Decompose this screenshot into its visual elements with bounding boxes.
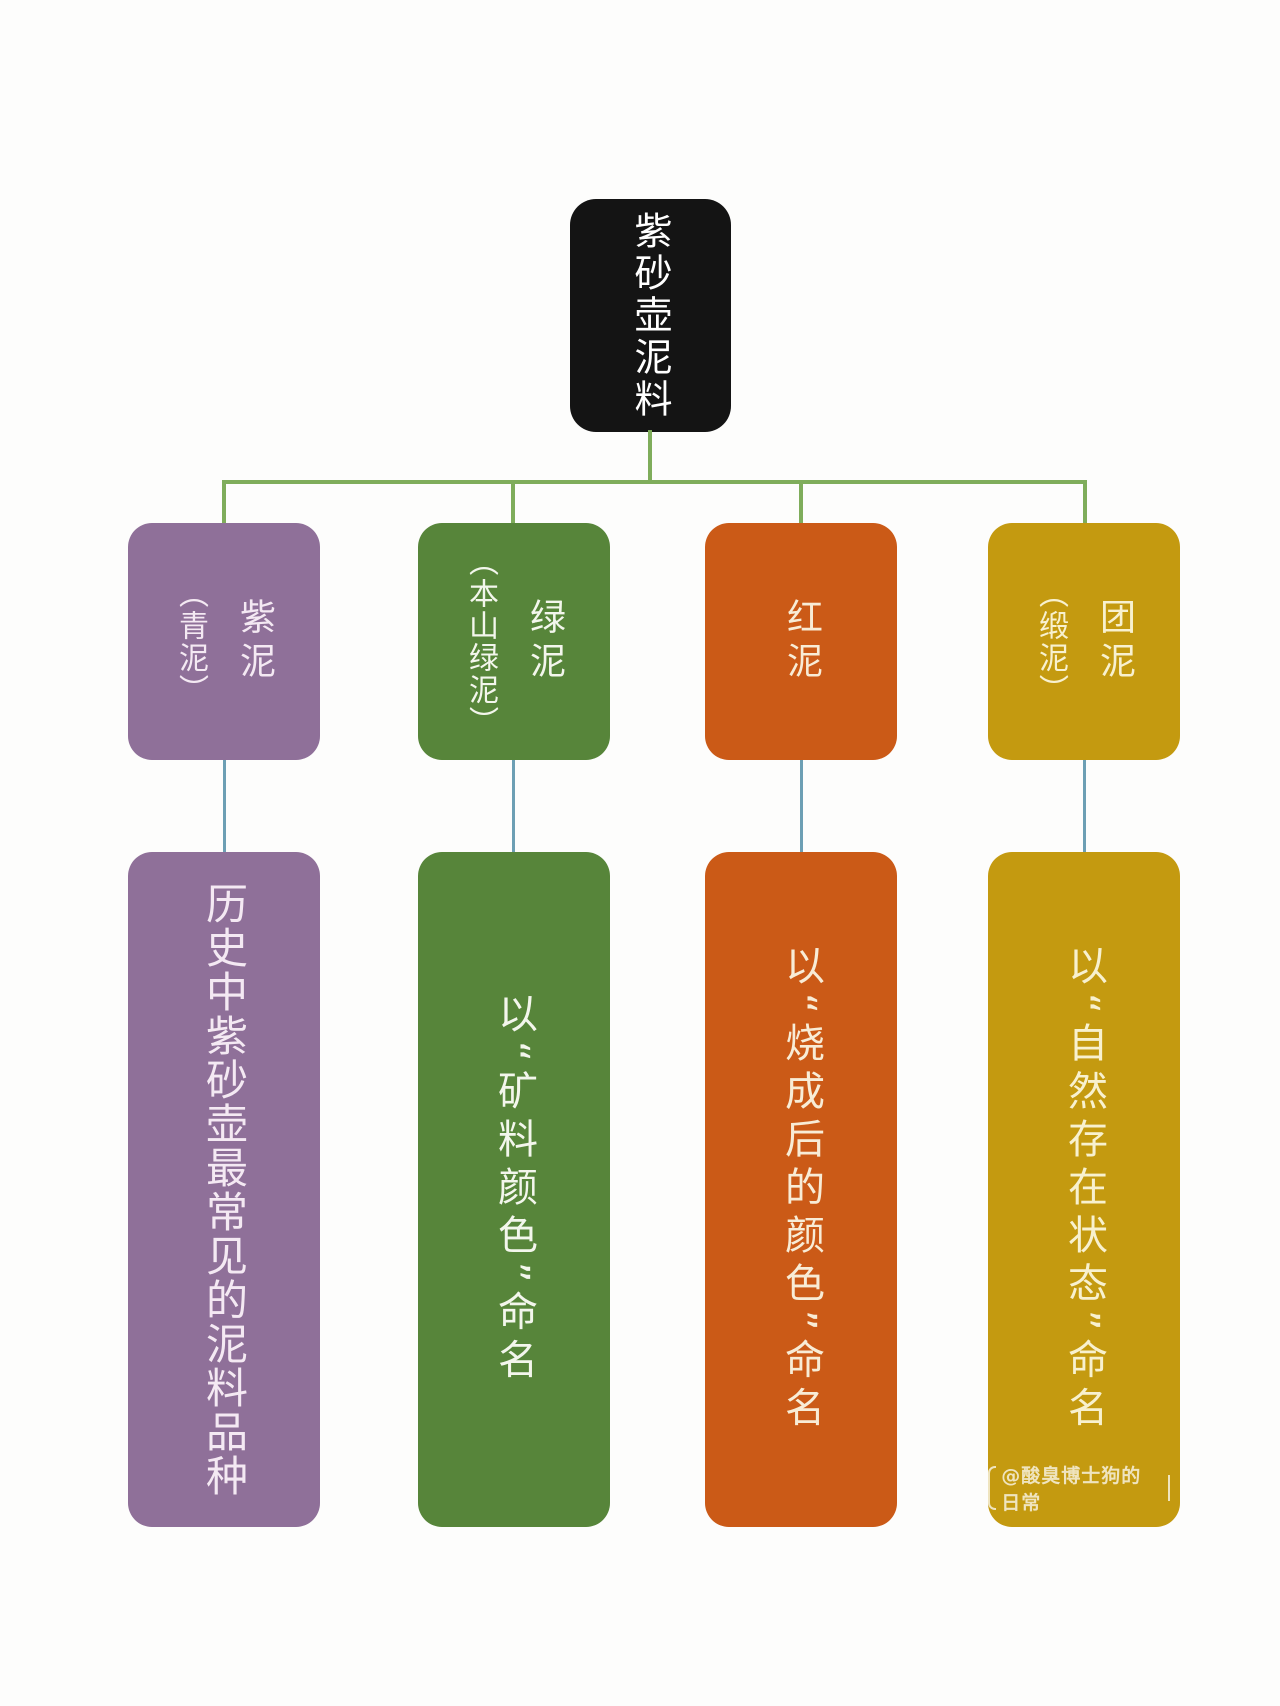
branch-link — [1083, 758, 1086, 854]
root-node-label: 紫砂壶泥料 — [628, 210, 672, 421]
description-text: 以“矿料颜色”命名 — [491, 992, 537, 1387]
category-title: 绿泥 — [524, 597, 565, 686]
category-node-zini: 紫泥 （青泥） — [128, 523, 320, 760]
watermark: @酸臭博士狗的日常 — [988, 1461, 1170, 1515]
tree-connector-drop — [799, 480, 803, 525]
category-title: 团泥 — [1094, 597, 1135, 686]
category-subtitle: （本山绿泥） — [463, 545, 498, 738]
category-title: 紫泥 — [234, 597, 275, 686]
description-text: 以“自然存在状态”命名 — [1061, 944, 1107, 1435]
category-node-tuanni: 团泥 （缎泥） — [988, 523, 1180, 760]
tree-connector-stub — [648, 430, 652, 482]
category-subtitle: （缎泥） — [1033, 577, 1068, 706]
category-title: 红泥 — [781, 597, 822, 686]
description-text: 历史中紫砂壶最常见的泥料品种 — [199, 881, 249, 1498]
tree-connector-drop — [1083, 480, 1087, 525]
tree-connector-drop — [222, 480, 226, 525]
category-node-hongni: 红泥 — [705, 523, 897, 760]
watermark-bracket-icon — [988, 1466, 997, 1510]
root-node: 紫砂壶泥料 — [570, 199, 731, 432]
branch-link — [223, 758, 226, 854]
description-node-hongni: 以“烧成后的颜色”命名 — [705, 852, 897, 1527]
category-subtitle: （青泥） — [173, 577, 208, 706]
tree-connector-hline — [222, 480, 1087, 484]
description-node-zini: 历史中紫砂壶最常见的泥料品种 — [128, 852, 320, 1527]
description-node-lvni: 以“矿料颜色”命名 — [418, 852, 610, 1527]
tree-connector-drop — [511, 480, 515, 525]
description-node-tuanni: 以“自然存在状态”命名 @酸臭博士狗的日常 — [988, 852, 1180, 1527]
branch-link — [800, 758, 803, 854]
category-node-lvni: 绿泥 （本山绿泥） — [418, 523, 610, 760]
watermark-bar-icon — [1168, 1475, 1170, 1501]
branch-link — [512, 758, 515, 854]
watermark-text: @酸臭博士狗的日常 — [1001, 1465, 1142, 1514]
description-text: 以“烧成后的颜色”命名 — [778, 944, 824, 1435]
